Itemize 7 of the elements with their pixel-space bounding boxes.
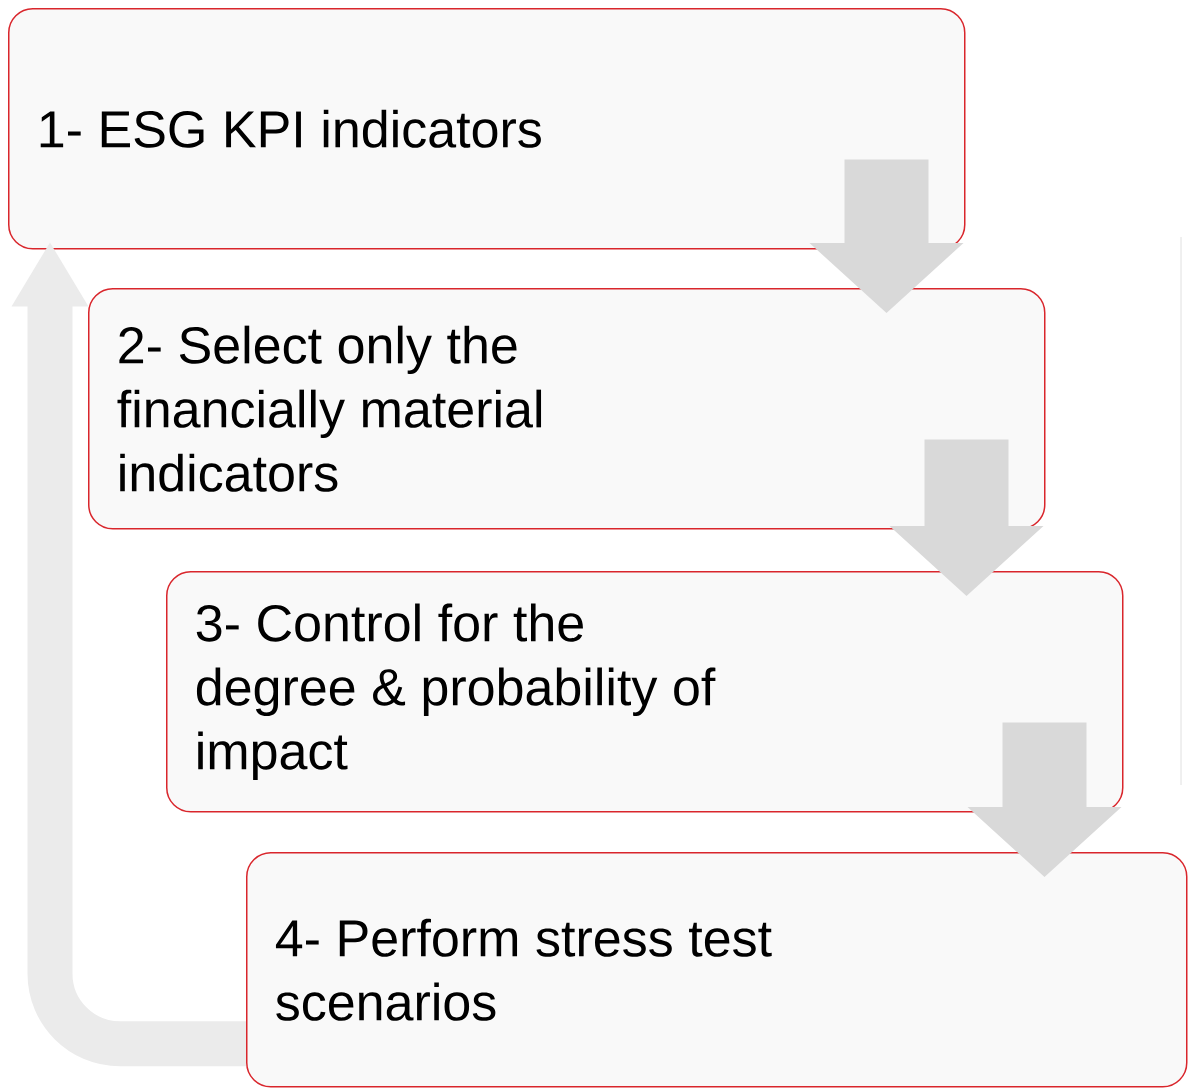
block-arrow — [809, 159, 964, 313]
block-arrow — [889, 439, 1044, 596]
step-box: 4- Perform stress test scenarios — [246, 852, 1188, 1088]
step-box: 2- Select only the financially material indicators — [88, 288, 1046, 530]
step-box: 3- Control for the degree & probability of impact — [166, 571, 1124, 813]
step-box: 1- ESG KPI indicators — [8, 8, 966, 250]
block-arrow — [967, 722, 1122, 877]
